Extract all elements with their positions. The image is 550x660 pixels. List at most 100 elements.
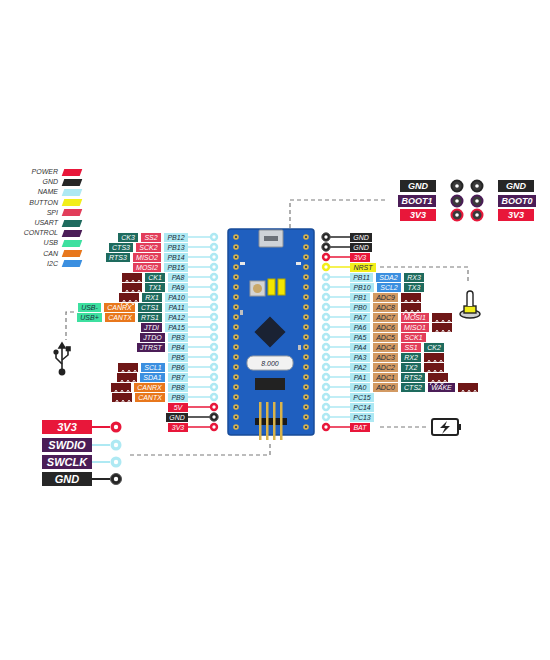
ground-pin: GND	[350, 233, 372, 242]
pin-dot-core	[212, 255, 215, 258]
usart-signal: TX1	[145, 283, 165, 292]
pin-dot	[322, 363, 330, 371]
pin-wire	[329, 396, 350, 398]
header-hole	[303, 384, 309, 390]
usart-signal: RTS1	[138, 313, 162, 322]
pin-name: PA9	[168, 283, 188, 292]
legend-text: CONTROL	[24, 229, 58, 237]
pin-dot-core	[212, 235, 215, 238]
pin-dot-core	[324, 245, 327, 248]
header-hole-core	[235, 286, 237, 288]
pin-dot-core	[324, 345, 327, 348]
power-pin: 3V3	[168, 423, 188, 432]
pin-dot-core	[212, 265, 215, 268]
header-hole-core	[305, 256, 307, 258]
pin-name: PB6	[168, 363, 188, 372]
pwm-symbol	[428, 373, 448, 382]
adc-signal: ADC3	[373, 353, 398, 362]
usb-signal: USB+	[77, 313, 102, 322]
pwm-symbol	[119, 293, 139, 302]
pin-dot	[210, 423, 218, 431]
jumper-pin	[452, 196, 463, 207]
pin-dot-core	[212, 305, 215, 308]
pin-dot-core	[324, 255, 327, 258]
header-hole-core	[235, 336, 237, 338]
smd-part	[298, 345, 301, 350]
pin-dot-core	[114, 460, 118, 464]
pin-dot	[210, 283, 218, 291]
legend-swatch	[62, 220, 83, 227]
pin-name: PA1	[350, 373, 370, 382]
boot-jumper	[278, 279, 285, 295]
pin-dot	[111, 422, 122, 433]
header-hole	[233, 254, 239, 260]
crystal-frequency: 8.000	[258, 359, 282, 368]
pwm-symbol	[401, 303, 421, 312]
header-hole-core	[305, 236, 307, 238]
header-hole-core	[235, 236, 237, 238]
pin-wire	[329, 386, 350, 388]
header-hole	[303, 234, 309, 240]
legend-swatch	[62, 260, 83, 267]
pin-dot-core	[212, 325, 215, 328]
pin-dot-core	[212, 345, 215, 348]
header-hole-core	[235, 246, 237, 248]
mcu-chip	[254, 316, 285, 347]
adc-signal: ADC4	[373, 343, 398, 352]
legend-swatch	[62, 209, 83, 216]
header-hole	[303, 354, 309, 360]
spi-signal: SS2	[141, 233, 161, 242]
pin-wire	[329, 426, 350, 428]
pwm-symbol	[432, 313, 452, 322]
header-hole-core	[235, 316, 237, 318]
pin-wire	[188, 426, 211, 428]
header-hole	[303, 244, 309, 250]
header-hole	[233, 314, 239, 320]
legend-text: CAN	[43, 250, 58, 258]
pin-dot	[322, 323, 330, 331]
header-hole-core	[235, 366, 237, 368]
pin-wire	[188, 246, 211, 248]
header-hole-core	[235, 346, 237, 348]
legend-swatch	[62, 230, 83, 237]
pin-dot-core	[212, 375, 215, 378]
pin-wire	[329, 346, 350, 348]
legend-text: SPI	[47, 209, 58, 217]
header-hole	[303, 414, 309, 420]
pin-dot	[322, 263, 330, 271]
header-hole-core	[235, 266, 237, 268]
pin-wire	[329, 246, 350, 248]
pin-dot	[210, 243, 218, 251]
pin-name: PA8	[168, 273, 188, 282]
header-hole	[303, 264, 309, 270]
pin-dot	[322, 293, 330, 301]
jumper-pin	[472, 210, 483, 221]
adc-signal: ADC9	[373, 293, 398, 302]
pin-wire	[329, 306, 350, 308]
header-hole	[233, 344, 239, 350]
header-hole-core	[235, 406, 237, 408]
pin-dot	[111, 457, 122, 468]
pin-dot	[210, 403, 218, 411]
usart-signal: RX2	[401, 353, 421, 362]
jumper-pin-core	[475, 184, 479, 188]
header-hole-core	[305, 316, 307, 318]
pwm-symbol	[401, 293, 421, 302]
pin-dot-core	[324, 375, 327, 378]
header-hole	[303, 304, 309, 310]
adc-signal: ADC0	[373, 383, 398, 392]
pin-dot-core	[324, 335, 327, 338]
usart-signal: CTS1	[138, 303, 162, 312]
header-hole	[303, 274, 309, 280]
usb-signal: USB-	[78, 303, 101, 312]
adc-signal: ADC5	[373, 333, 398, 342]
header-hole-core	[305, 366, 307, 368]
pin-dot-core	[212, 365, 215, 368]
control-signal: BOOT1	[398, 195, 436, 207]
usart-signal: RX1	[142, 293, 162, 302]
header-hole-core	[235, 376, 237, 378]
pin-name: PA7	[350, 313, 370, 322]
pin-dot-core	[324, 265, 327, 268]
pin-name: PB4	[168, 343, 188, 352]
pin-dot-core	[324, 365, 327, 368]
